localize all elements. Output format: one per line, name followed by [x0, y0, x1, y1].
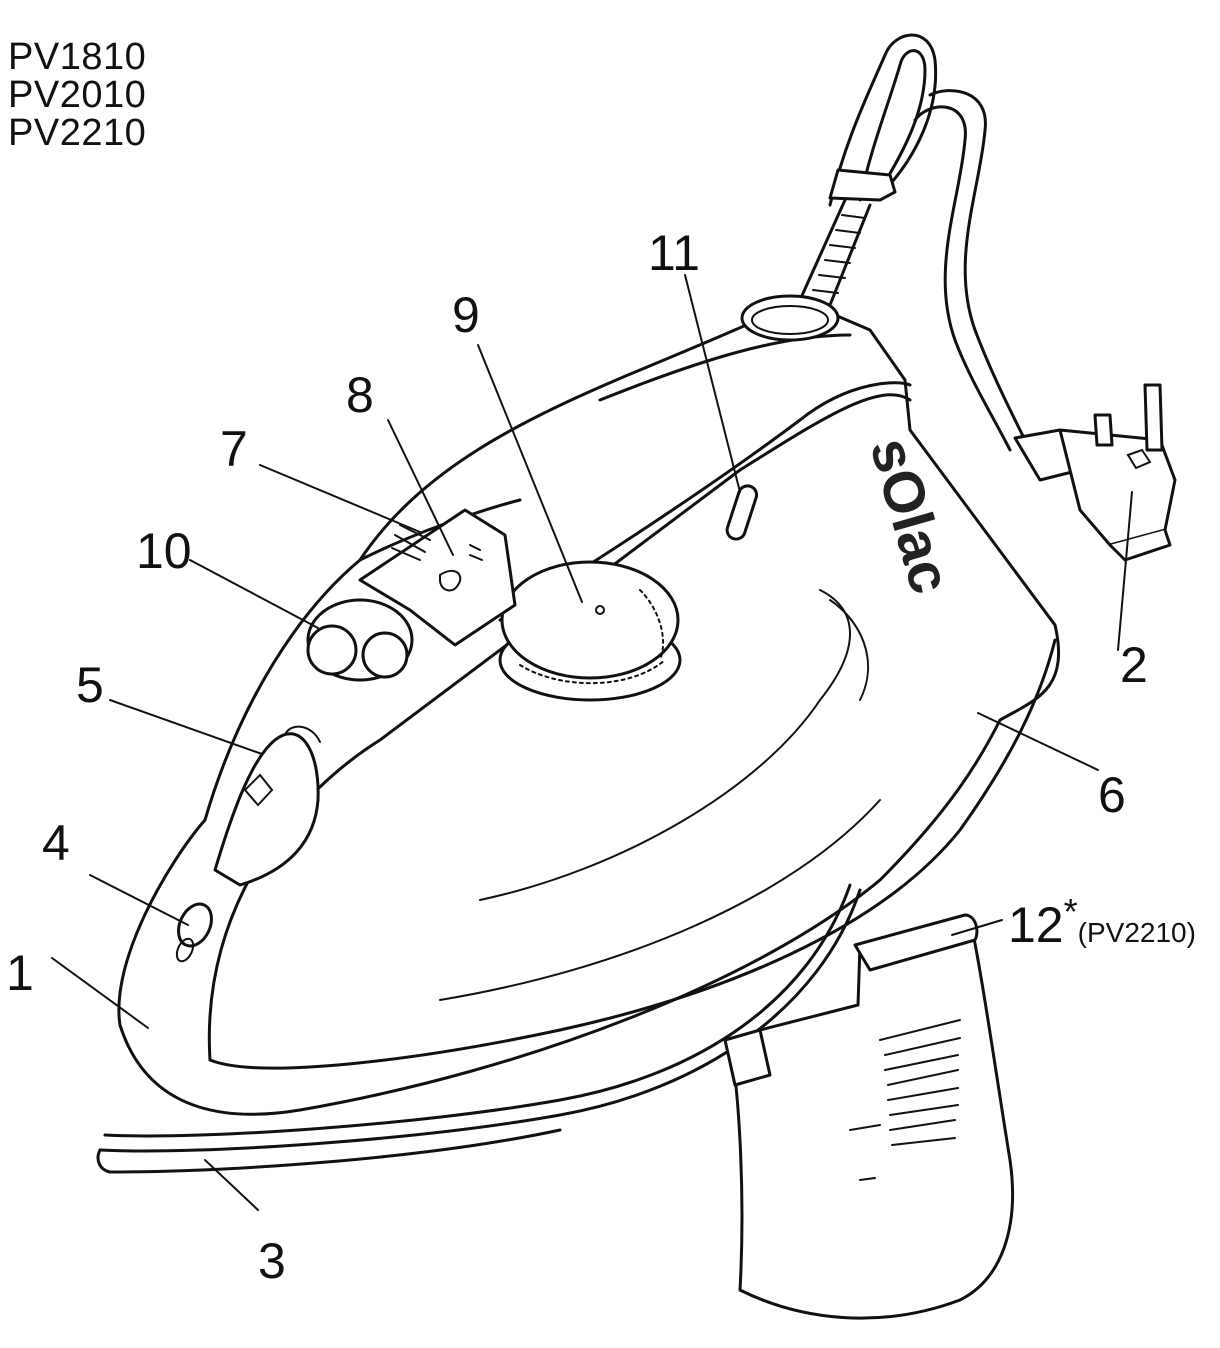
cord-strain-relief	[798, 168, 897, 307]
callout-2: 2	[1120, 637, 1148, 693]
power-cord	[828, 33, 1027, 452]
callout-labels: 1 2 3 4 5 6 7 8 9 10 11 12*(PV2210)	[6, 225, 1196, 1289]
callout-11: 11	[648, 225, 700, 281]
model-list: PV1810 PV2010 PV2210	[8, 38, 146, 152]
callout-9: 9	[452, 287, 480, 343]
model-name: PV2010	[8, 74, 147, 116]
model-name: PV1810	[8, 36, 147, 78]
brand-logo: sOlac	[858, 431, 964, 601]
water-filler-cover[interactable]	[213, 725, 321, 887]
callout-12-asterisk: *	[1064, 891, 1078, 932]
callout-12-note: (PV2210)	[1078, 917, 1196, 948]
callout-1: 1	[6, 945, 34, 1001]
callout-12: 12*(PV2210)	[1008, 891, 1196, 953]
callout-3: 3	[258, 1233, 286, 1289]
temperature-dial[interactable]	[498, 560, 682, 702]
callout-leaders	[51, 274, 1133, 1211]
model-name: PV2210	[8, 112, 147, 154]
callout-4: 4	[42, 815, 70, 871]
callout-7: 7	[220, 421, 248, 477]
spray-burst-buttons[interactable]	[306, 598, 414, 682]
callout-10: 10	[136, 523, 192, 579]
power-plug	[1013, 383, 1177, 562]
steam-control-band[interactable]	[358, 508, 517, 647]
cord-socket	[740, 294, 840, 342]
water-tank	[723, 913, 1014, 1320]
callout-12-number: 12	[1008, 897, 1064, 953]
callout-6: 6	[1098, 767, 1126, 823]
callout-5: 5	[76, 657, 104, 713]
brand-wordmark: sOlac	[858, 431, 964, 601]
water-level-indicator	[725, 484, 759, 541]
spray-nozzle	[175, 902, 213, 963]
soleplate	[96, 883, 862, 1174]
callout-8: 8	[346, 367, 374, 423]
